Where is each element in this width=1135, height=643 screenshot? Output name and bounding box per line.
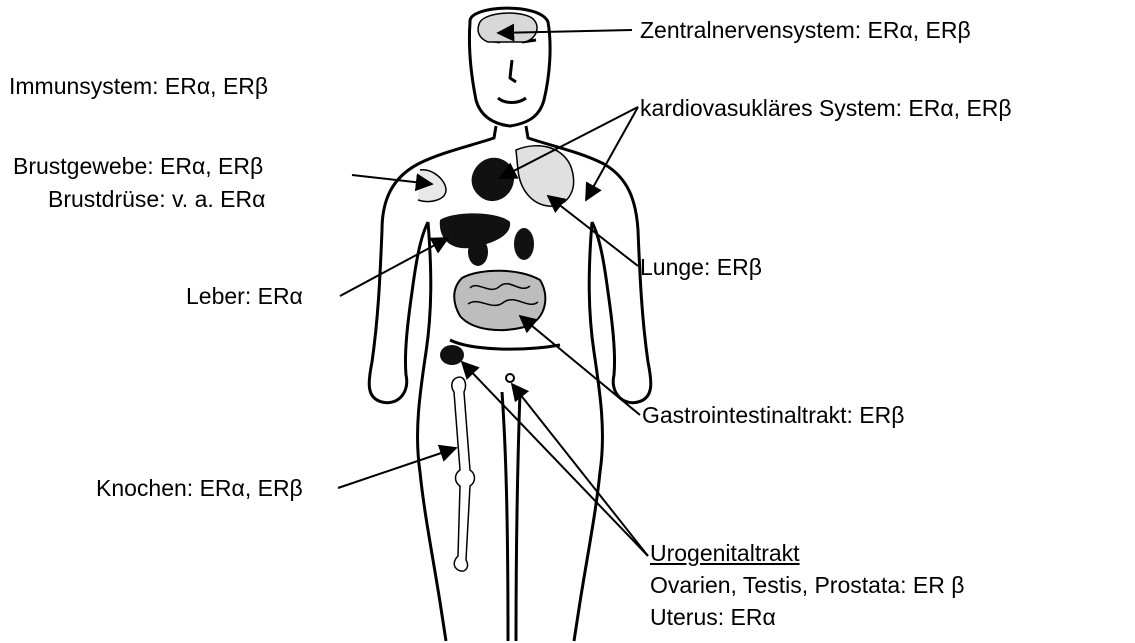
label-knochen: Knochen: ERα, ERβ — [96, 475, 303, 502]
label-leber: Leber: ERα — [186, 283, 303, 310]
breast-tissue-organ — [418, 170, 446, 202]
arrow-gastro — [520, 316, 640, 415]
label-brustdruese: Brustdrüse: v. a. ERα — [48, 186, 265, 213]
uterus-organ — [440, 345, 464, 365]
label-lunge: Lunge: ERβ — [640, 254, 762, 281]
label-brustgewebe: Brustgewebe: ERα, ERβ — [13, 153, 263, 180]
label-immunsystem: Immunsystem: ERα, ERβ — [9, 73, 268, 100]
arrow-lunge — [548, 196, 638, 266]
intestines-organ — [454, 271, 545, 330]
arrow-urogenital-testis — [512, 384, 648, 556]
testis-organ — [506, 374, 514, 382]
label-urogenitaltrakt-title: Urogenitaltrakt — [650, 540, 800, 567]
label-kardiovaskulaeres-system: kardiovasukläres System: ERα, ERβ — [640, 95, 1012, 122]
brain-organ — [478, 13, 537, 42]
arrow-urogenital-uterus — [462, 362, 648, 556]
label-urogenital-line1: Ovarien, Testis, Prostata: ER β — [650, 572, 964, 599]
kidney-organ — [514, 228, 534, 260]
label-urogenital-line2: Uterus: ERα — [650, 604, 776, 631]
stomach-organ — [468, 238, 488, 266]
label-zentralnervensystem: Zentralnervensystem: ERα, ERβ — [640, 17, 971, 44]
heart-organ — [472, 158, 515, 201]
label-gastrointestinaltrakt: Gastrointestinaltrakt: ERβ — [642, 402, 905, 429]
arrow-knochen — [338, 448, 456, 488]
bone-organ — [452, 377, 475, 571]
